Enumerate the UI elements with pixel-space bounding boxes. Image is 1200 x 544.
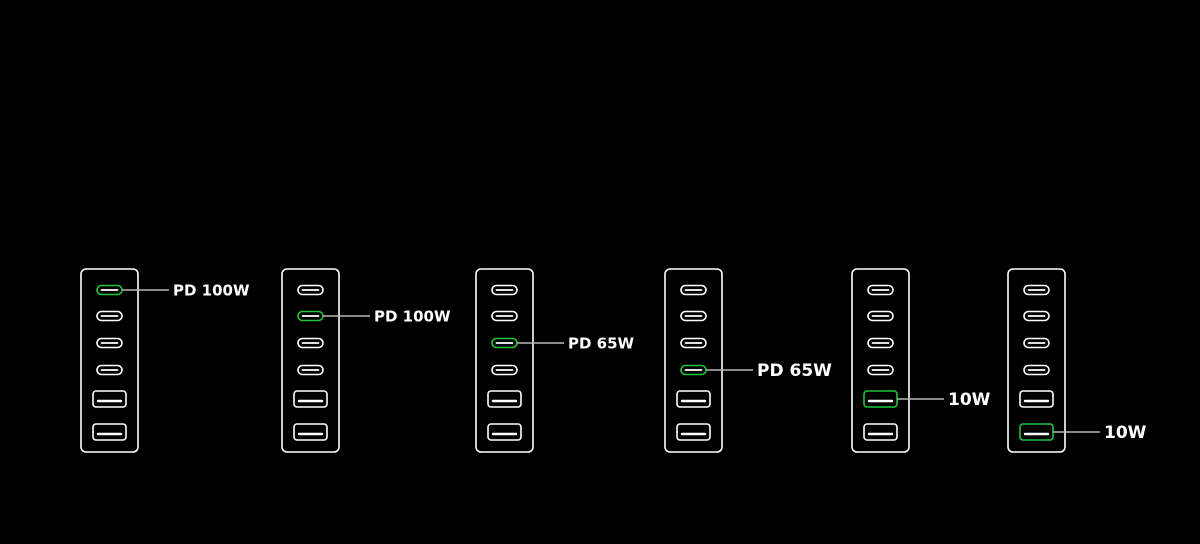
charger-body: [1007, 268, 1066, 453]
charger-body: [475, 268, 534, 453]
usb-c-port: [867, 284, 894, 296]
charger-body: [281, 268, 340, 453]
usb-a-port: [1019, 390, 1054, 408]
usb-a-port: [293, 423, 328, 441]
usb-c-port: [96, 337, 123, 349]
usb-a-port: [293, 390, 328, 408]
usb-c-port: [680, 284, 707, 296]
usb-c-port: [1023, 337, 1050, 349]
usb-c-port: [491, 364, 518, 376]
usb-a-port: [92, 390, 127, 408]
charger-2: PD 100W: [281, 268, 451, 453]
port-power-label: 10W: [948, 390, 991, 410]
usb-a-port: [863, 423, 898, 441]
usb-c-port: [297, 364, 324, 376]
usb-a-port: [92, 423, 127, 441]
port-power-label: PD 65W: [568, 334, 635, 352]
usb-c-port: [1023, 284, 1050, 296]
charger-5: 10W: [851, 268, 991, 453]
charger-body: [80, 268, 139, 453]
usb-a-port: [676, 423, 711, 441]
usb-c-port: [491, 310, 518, 322]
usb-c-port: [96, 310, 123, 322]
usb-a-port: [487, 423, 522, 441]
port-power-label: 10W: [1104, 423, 1147, 443]
usb-c-port: [680, 337, 707, 349]
charger-4: PD 65W: [664, 268, 832, 453]
usb-a-port: [676, 390, 711, 408]
usb-c-port: [867, 310, 894, 322]
usb-c-port: [297, 284, 324, 296]
usb-a-port-active: [1019, 423, 1054, 441]
usb-c-port: [491, 284, 518, 296]
charger-body: [851, 268, 910, 453]
charger-6: 10W: [1007, 268, 1147, 453]
usb-c-port: [96, 364, 123, 376]
usb-c-port: [867, 364, 894, 376]
usb-c-port: [1023, 364, 1050, 376]
port-power-label: PD 100W: [374, 307, 451, 325]
charger-body: [664, 268, 723, 453]
usb-c-port: [867, 337, 894, 349]
port-power-label: PD 65W: [757, 361, 832, 381]
port-power-label: PD 100W: [173, 281, 250, 299]
usb-c-port: [1023, 310, 1050, 322]
usb-c-port: [297, 337, 324, 349]
usb-a-port: [487, 390, 522, 408]
usb-a-port-active: [863, 390, 898, 408]
usb-c-port: [680, 310, 707, 322]
charger-1: PD 100W: [80, 268, 250, 453]
charger-3: PD 65W: [475, 268, 635, 453]
